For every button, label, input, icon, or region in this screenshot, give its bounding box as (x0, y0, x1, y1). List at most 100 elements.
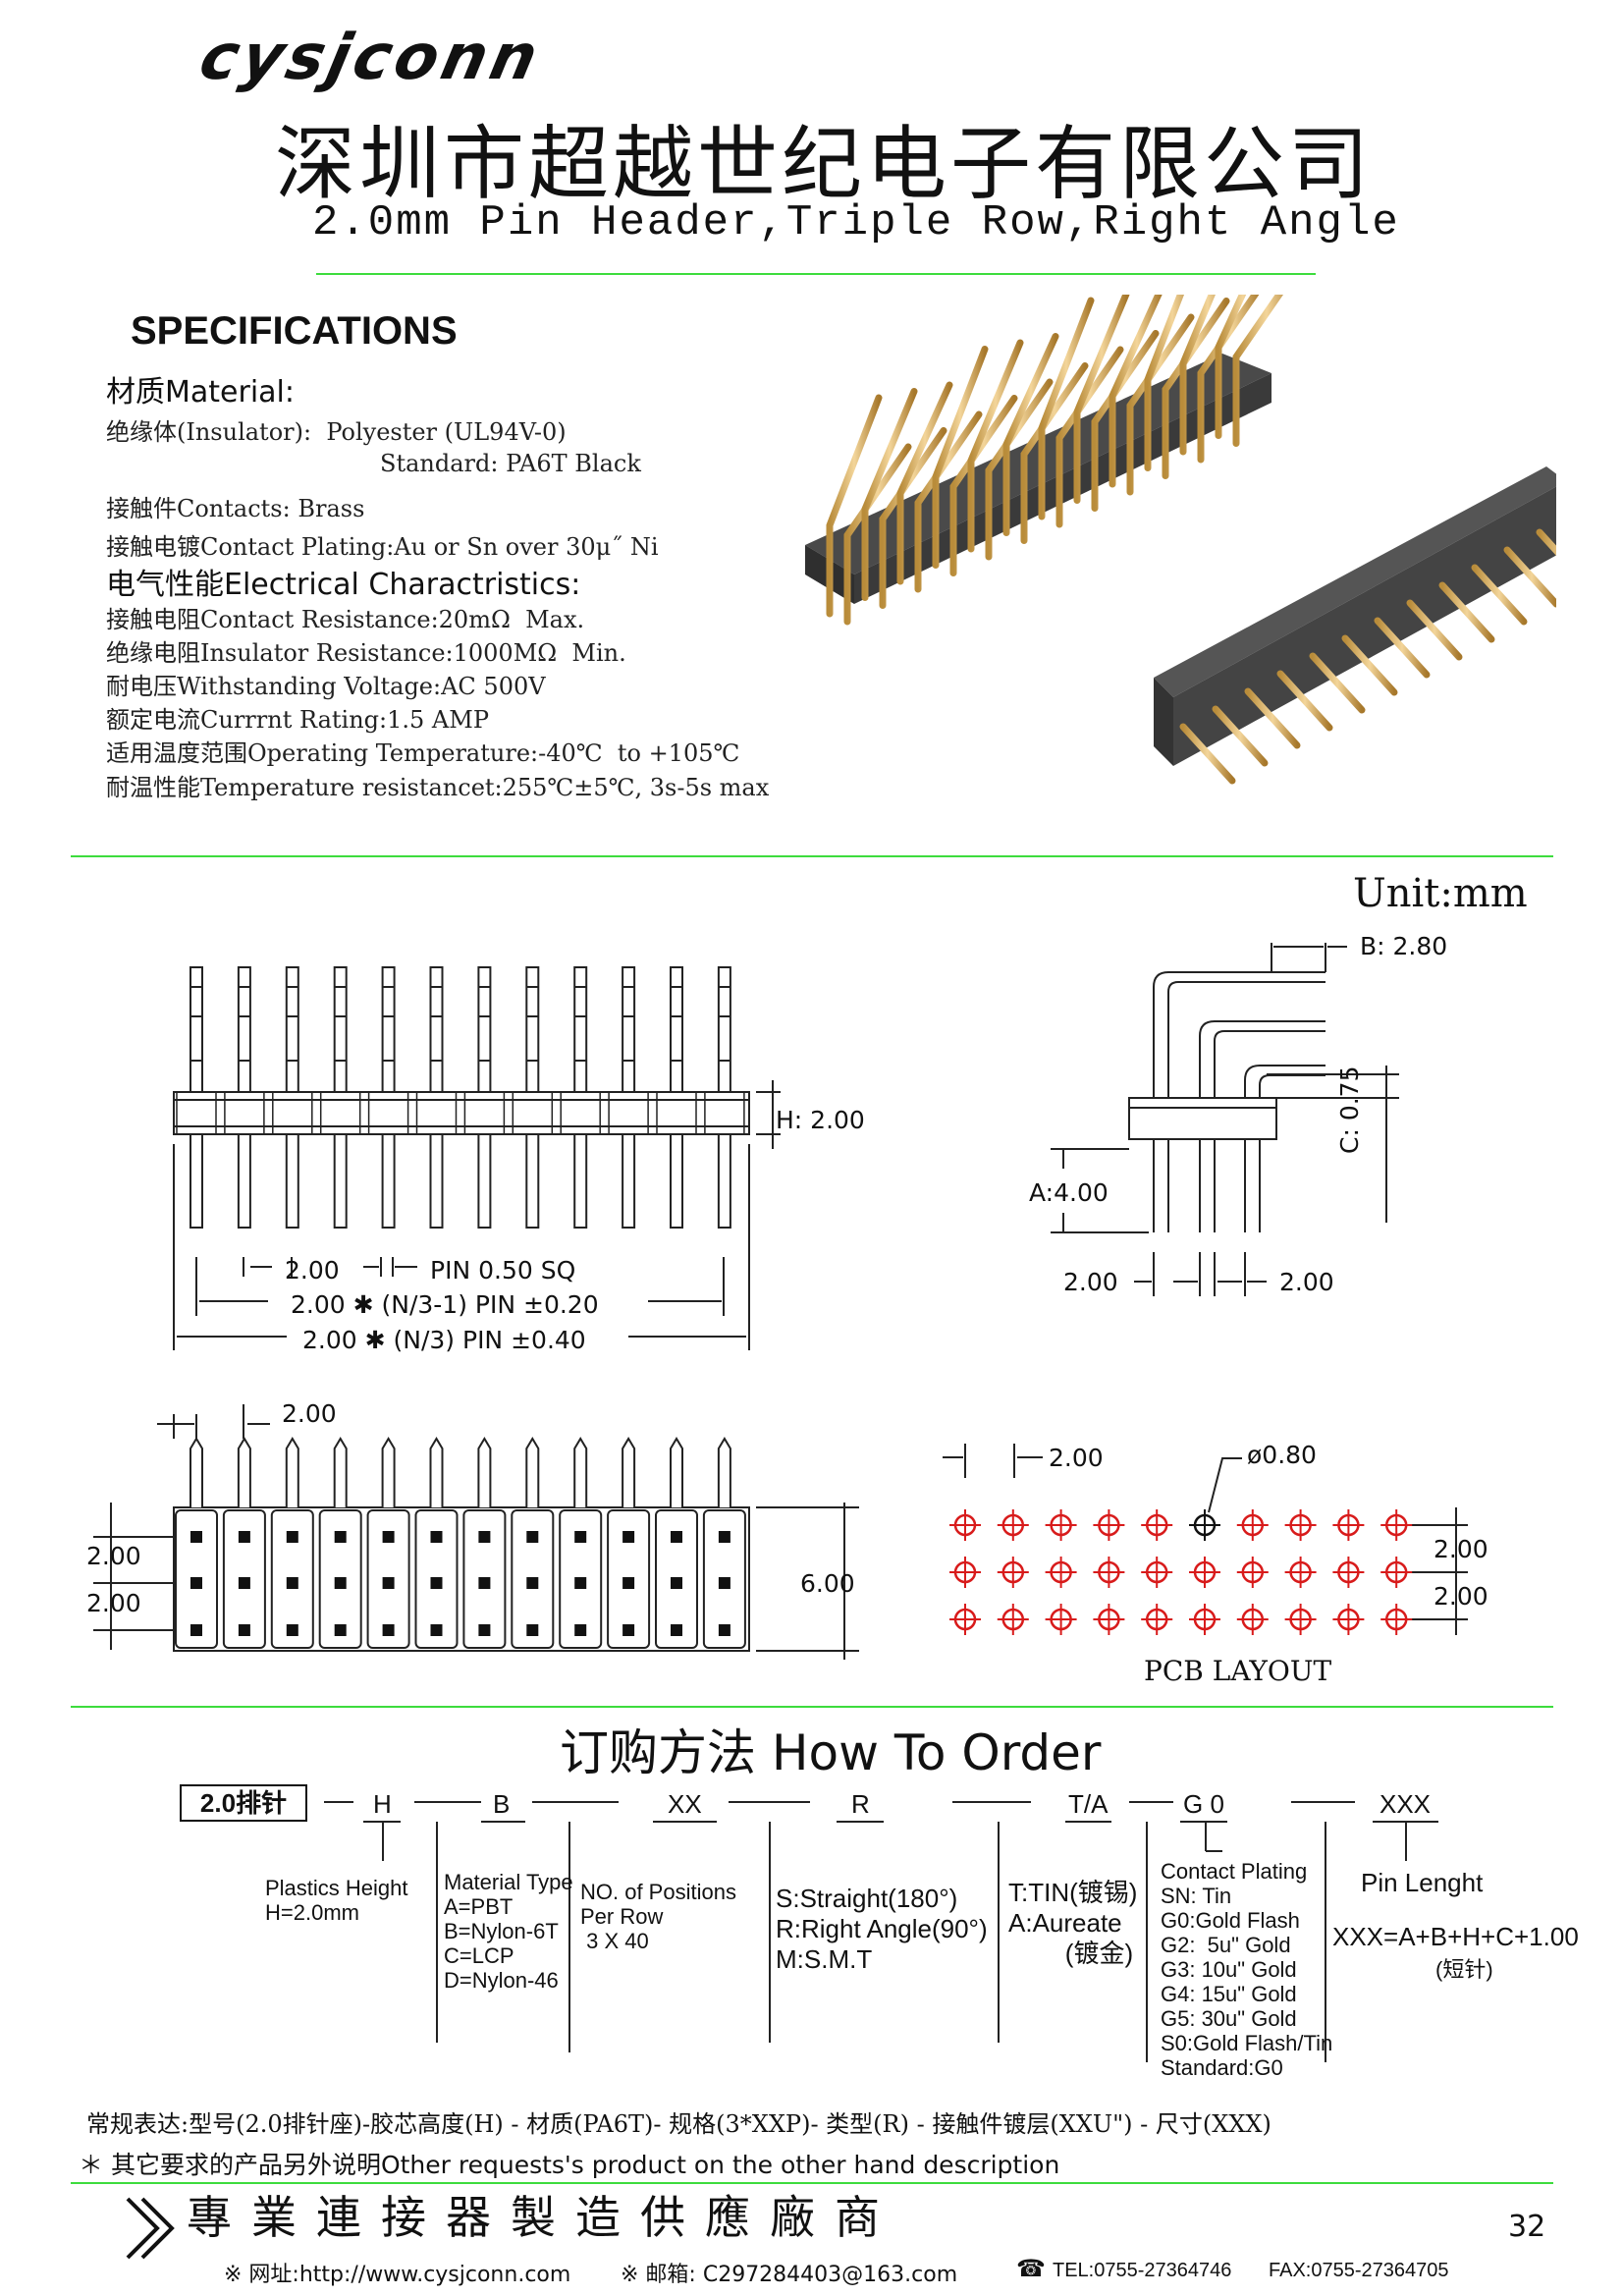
dim-h: H: 2.00 (776, 1106, 865, 1134)
pcb-hole (1332, 1557, 1365, 1588)
pcb-hole (1093, 1604, 1125, 1635)
dim-pin-sq: PIN 0.50 SQ (430, 1256, 576, 1285)
bottom-pin-column (414, 1437, 459, 1649)
other-request-note: ＊ 其它要求的产品另外说明Other requests's product on… (79, 2151, 1060, 2179)
front-pin (415, 966, 458, 1229)
spec-contact-resistance: 接触电阻Contact Resistance:20mΩ Max. (106, 606, 585, 633)
pcb-hole (1045, 1557, 1077, 1588)
dim-a: A:4.00 (1029, 1178, 1109, 1207)
dim-c: C: 0.75 (1335, 1066, 1364, 1155)
regular-expression-note: 常规表达:型号(2.0排针座)-胶芯高度(H) - 材质(PA6T)- 规格(3… (86, 2110, 1271, 2138)
pcb-hole (1141, 1557, 1173, 1588)
bottom-pin-column (270, 1437, 314, 1649)
pcb-hole (1380, 1604, 1413, 1635)
bottom-pin-column (559, 1437, 603, 1649)
front-pin (224, 966, 265, 1229)
spec-insulator: 绝缘体(Insulator): Polyester (UL94V-0) (106, 418, 567, 446)
code-ta: T/A (1068, 1789, 1109, 1819)
spec-operating-temperature: 适用温度范围Operating Temperature:-40℃ to +105… (106, 739, 740, 767)
chevron-logo-icon (126, 2197, 175, 2260)
dim-side-left: 2.00 (1063, 1268, 1118, 1296)
company-logo: cysjconn (193, 22, 548, 94)
front-pin (560, 966, 601, 1229)
dim-pcb-row-1: 2.00 (1434, 1535, 1488, 1563)
dim-side-right: 2.00 (1279, 1268, 1334, 1296)
product-illustration (805, 295, 1556, 785)
code-g0: G 0 (1183, 1789, 1224, 1819)
header-divider (316, 273, 1316, 275)
pcb-hole (1236, 1604, 1269, 1635)
part-code-box: 2.0排针 (180, 1784, 307, 1822)
front-pin (319, 966, 361, 1229)
order-pin-length-head: Pin Lenght (1361, 1868, 1484, 1897)
pcb-hole (1380, 1509, 1413, 1541)
spec-insulator-standard: Standard: PA6T Black (380, 450, 641, 477)
dim-row-pitch-1: 2.00 (86, 1542, 141, 1570)
bottom-pin-column (702, 1437, 746, 1649)
bottom-pin-column (655, 1437, 698, 1649)
order-contact-plating: Contact Plating SN: Tin G0:Gold Flash G2… (1161, 1859, 1333, 2080)
pcb-hole (997, 1557, 1029, 1588)
page-number: 32 (1508, 2210, 1546, 2244)
pcb-hole (949, 1509, 981, 1541)
footer-email[interactable]: ※ 邮箱: C297284403@163.com (621, 2263, 958, 2287)
document-subtitle: 2.0mm Pin Header,Triple Row,Right Angle (312, 198, 1400, 247)
pcb-hole (1284, 1509, 1317, 1541)
front-pin (608, 966, 649, 1229)
dim-pitch: 2.00 (285, 1256, 340, 1285)
specifications-title: SPECIFICATIONS (131, 309, 458, 353)
spec-withstanding-voltage: 耐电压Withstanding Voltage:AC 500V (106, 673, 546, 700)
pcb-hole (1332, 1509, 1365, 1541)
order-plastics-height: Plastics Height H=2.0mm (265, 1876, 408, 1925)
dim-pcb-row-2: 2.00 (1434, 1582, 1488, 1611)
footer-website[interactable]: ※ 网址:http://www.cysjconn.com (224, 2263, 571, 2287)
section-divider-1 (71, 855, 1553, 857)
pcb-hole (997, 1509, 1029, 1541)
pcb-hole (1093, 1509, 1125, 1541)
order-pin-length-note: (短针) (1435, 1957, 1493, 1982)
gold-pins (826, 295, 1556, 785)
dim-body-height: 6.00 (800, 1569, 855, 1598)
order-material-type: Material Type A=PBT B=Nylon-6T C=LCP D=N… (444, 1870, 573, 1993)
dim-row-pitch-2: 2.00 (86, 1589, 141, 1617)
phone-icon: ☎ (1016, 2255, 1046, 2282)
dim-b: B: 2.80 (1360, 932, 1448, 960)
order-tin-aureate: T:TIN(镀锡) A:Aureate (镀金) (1008, 1878, 1138, 1968)
front-pin (512, 966, 554, 1229)
bottom-pin-column (318, 1437, 362, 1649)
order-connector-lines (324, 1801, 1438, 2062)
code-xx: XX (668, 1789, 702, 1819)
code-r: R (851, 1789, 870, 1819)
dim-length-2: 2.00 ✱ (N/3) PIN ±0.40 (302, 1326, 586, 1354)
dim-hole-diameter: ø0.80 (1247, 1441, 1317, 1469)
pcb-hole (997, 1604, 1029, 1635)
bottom-pin-column (222, 1437, 266, 1649)
dim-length-1: 2.00 ✱ (N/3-1) PIN ±0.20 (291, 1290, 599, 1319)
spec-current-rating: 额定电流Currrnt Rating:1.5 AMP (106, 706, 489, 734)
bottom-view-pins (175, 1437, 746, 1649)
footer-tel: TEL:0755-27364746 (1053, 2260, 1232, 2281)
footer-slogan: 專業連接器製造供應廠商 (187, 2191, 899, 2244)
pcb-hole (1141, 1604, 1173, 1635)
front-pin (656, 966, 697, 1229)
pcb-hole (1189, 1557, 1220, 1588)
pcb-hole (1141, 1509, 1173, 1541)
footer-divider (71, 2182, 1553, 2184)
section-divider-2 (71, 1706, 1553, 1708)
pcb-hole (1236, 1557, 1269, 1588)
pcb-hole (1332, 1604, 1365, 1635)
dim-bottom-pitch: 2.00 (282, 1399, 337, 1428)
code-xxx: XXX (1380, 1789, 1432, 1819)
bottom-pin-column (607, 1437, 651, 1649)
how-to-order-title: 订购方法 How To Order (560, 1724, 1102, 1781)
pcb-hole (1380, 1557, 1413, 1588)
order-type: S:Straight(180°) R:Right Angle(90°) M:S.… (776, 1884, 988, 1974)
bottom-pin-column (511, 1437, 555, 1649)
spec-temperature-resistance: 耐温性能Temperature resistancet:255℃±5℃, 3s-… (106, 774, 770, 801)
bottom-pin-column (366, 1437, 410, 1649)
electrical-heading: 电气性能Electrical Charactristics: (106, 568, 581, 602)
pcb-hole (1236, 1509, 1269, 1541)
front-pin (704, 966, 745, 1229)
unit-label: Unit:mm (1353, 871, 1528, 916)
pcb-hole (1284, 1604, 1317, 1635)
